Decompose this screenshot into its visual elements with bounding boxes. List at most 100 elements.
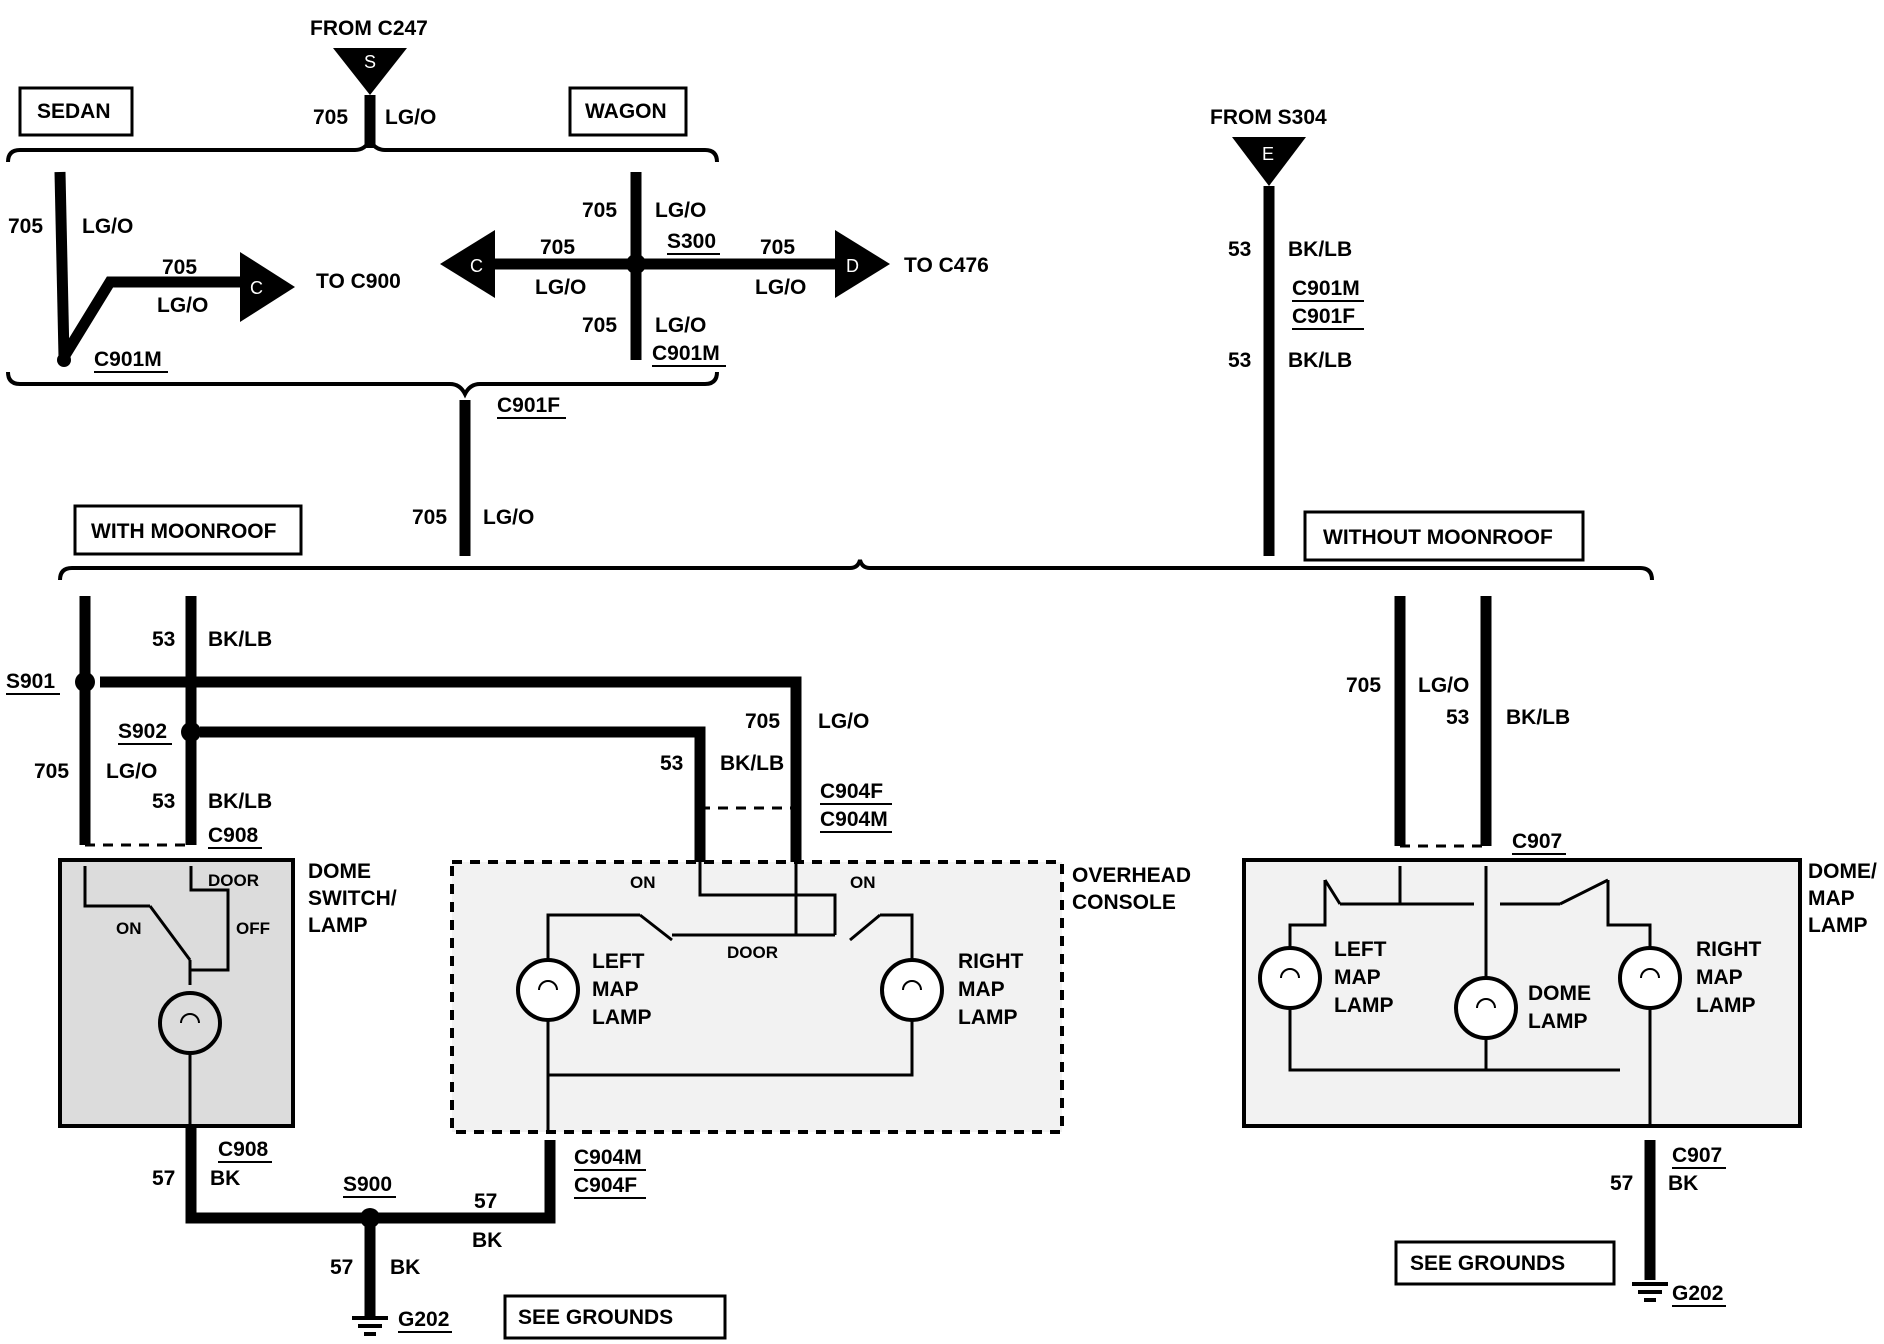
circuit-705-label: 705 [8, 215, 43, 238]
to-c900-label: TO C900 [316, 270, 401, 293]
door-label: DOOR [208, 871, 259, 890]
s901-splice [75, 672, 95, 692]
dome-map-lamp-label-3: LAMP [1808, 914, 1868, 937]
color-lgo-label: LG/O [385, 106, 436, 129]
ground-symbol-left [352, 1316, 388, 1336]
wire-53-to-console [200, 726, 706, 808]
moonroof-bracket [58, 559, 1654, 581]
c904f-label: C904F [574, 1174, 637, 1197]
to-c476-label: TO C476 [904, 254, 989, 277]
console-left-lamp-wire [546, 913, 640, 1130]
connector-d-label: D [846, 256, 859, 276]
c901f-label: C901F [1292, 305, 1355, 328]
connector-e-label: E [1262, 144, 1274, 164]
circuit-705-label: 705 [745, 710, 780, 733]
dome-map-lamp-box [1242, 858, 1802, 1128]
dm-left-lamp-wire [1288, 880, 1620, 1072]
c901m-label: C901M [94, 348, 162, 371]
right-map-lamp-label-1: RIGHT [958, 950, 1024, 973]
c908-label: C908 [218, 1138, 269, 1161]
without-moonroof-box [1303, 510, 1585, 562]
see-grounds-box-right [1394, 1240, 1616, 1286]
color-bklb-label: BK/LB [1288, 349, 1352, 372]
connector-c-arrow-right [240, 252, 295, 322]
circuit-57-label: 57 [1610, 1172, 1633, 1195]
console-internal-wire-53 [698, 862, 837, 935]
right-map-lamp-label-2: MAP [958, 978, 1005, 1001]
from-s304-label: FROM S304 [1210, 106, 1327, 129]
dome-door-wire [189, 866, 230, 972]
c901m-label: C901M [652, 342, 720, 365]
circuit-705-label: 705 [313, 106, 348, 129]
dm-dome-lamp-label-2: LAMP [1528, 1010, 1588, 1033]
circuit-705-label: 705 [582, 314, 617, 337]
connector-e-triangle [1232, 137, 1306, 186]
right-map-lamp-bulb [880, 958, 944, 1022]
c904m-label: C904M [820, 808, 888, 831]
circuit-53-label: 53 [1228, 349, 1251, 372]
dome-map-lamp-label-2: MAP [1808, 887, 1855, 910]
wagon-box [568, 86, 688, 137]
circuit-57-label: 57 [330, 1256, 353, 1279]
circuit-53-label: 53 [152, 628, 175, 651]
dm-left-map-lamp-label-1: LEFT [1334, 938, 1387, 961]
color-bklb-label: BK/LB [208, 790, 272, 813]
sedan-c901m-node [57, 353, 71, 367]
circuit-57-label: 57 [474, 1190, 497, 1213]
circuit-53-label: 53 [152, 790, 175, 813]
connector-c-label: C [470, 256, 483, 276]
overhead-console-label-1: OVERHEAD [1072, 864, 1191, 887]
s300-splice [626, 254, 646, 274]
on-label: ON [116, 919, 142, 938]
with-moonroof-box [73, 504, 303, 556]
dome-switch-blade [148, 905, 192, 961]
circuit-53-label: 53 [660, 752, 683, 775]
circuit-53-label: 53 [1228, 238, 1251, 261]
c907-label: C907 [1512, 830, 1562, 853]
on-label: ON [630, 873, 656, 892]
color-lgo-label: LG/O [818, 710, 869, 733]
dm-right-map-lamp-bulb [1618, 946, 1682, 1010]
door-label: DOOR [727, 943, 778, 962]
color-lgo-label: LG/O [655, 314, 706, 337]
color-bklb-label: BK/LB [1288, 238, 1352, 261]
dome-map-lamp-label-1: DOME/ [1808, 860, 1877, 883]
color-lgo-label: LG/O [755, 276, 806, 299]
dm-left-switch [1323, 879, 1342, 905]
color-lgo-label: LG/O [106, 760, 157, 783]
dome-switch-lamp-box [58, 858, 295, 1128]
color-bklb-label: BK/LB [208, 628, 272, 651]
color-bk-label: BK [390, 1256, 420, 1279]
connector-d-arrow [835, 230, 890, 298]
left-map-lamp-bulb [516, 958, 580, 1022]
s901-label: S901 [6, 670, 55, 693]
circuit-705-label: 705 [760, 236, 795, 259]
left-map-lamp-label-1: LEFT [592, 950, 645, 973]
dm-right-switch [1559, 878, 1609, 906]
color-bk-label: BK [472, 1229, 502, 1252]
see-grounds-box-left [503, 1294, 727, 1340]
c901m-label: C901M [1292, 277, 1360, 300]
s902-label: S902 [118, 720, 167, 743]
circuit-57-label: 57 [152, 1167, 175, 1190]
connector-c-label: C [250, 278, 263, 298]
without-moonroof-label: WITHOUT MOONROOF [1323, 526, 1553, 549]
circuit-705-label: 705 [162, 256, 197, 279]
s902-splice [181, 722, 201, 742]
color-lgo-label: LG/O [535, 276, 586, 299]
from-c247-label: FROM C247 [310, 17, 428, 40]
ground-symbol-right [1632, 1282, 1668, 1302]
connector-s-triangle [333, 48, 407, 95]
dm-left-map-lamp-label-2: MAP [1334, 966, 1381, 989]
left-map-lamp-label-2: MAP [592, 978, 639, 1001]
with-moonroof-label: WITH MOONROOF [91, 520, 277, 543]
g202-label: G202 [398, 1308, 449, 1331]
on-label: ON [850, 873, 876, 892]
c907-label: C907 [1672, 1144, 1722, 1167]
circuit-705-label: 705 [582, 199, 617, 222]
color-lgo-label: LG/O [1418, 674, 1469, 697]
color-lgo-label: LG/O [483, 506, 534, 529]
color-bk-label: BK [1668, 1172, 1698, 1195]
off-label: OFF [236, 919, 270, 938]
